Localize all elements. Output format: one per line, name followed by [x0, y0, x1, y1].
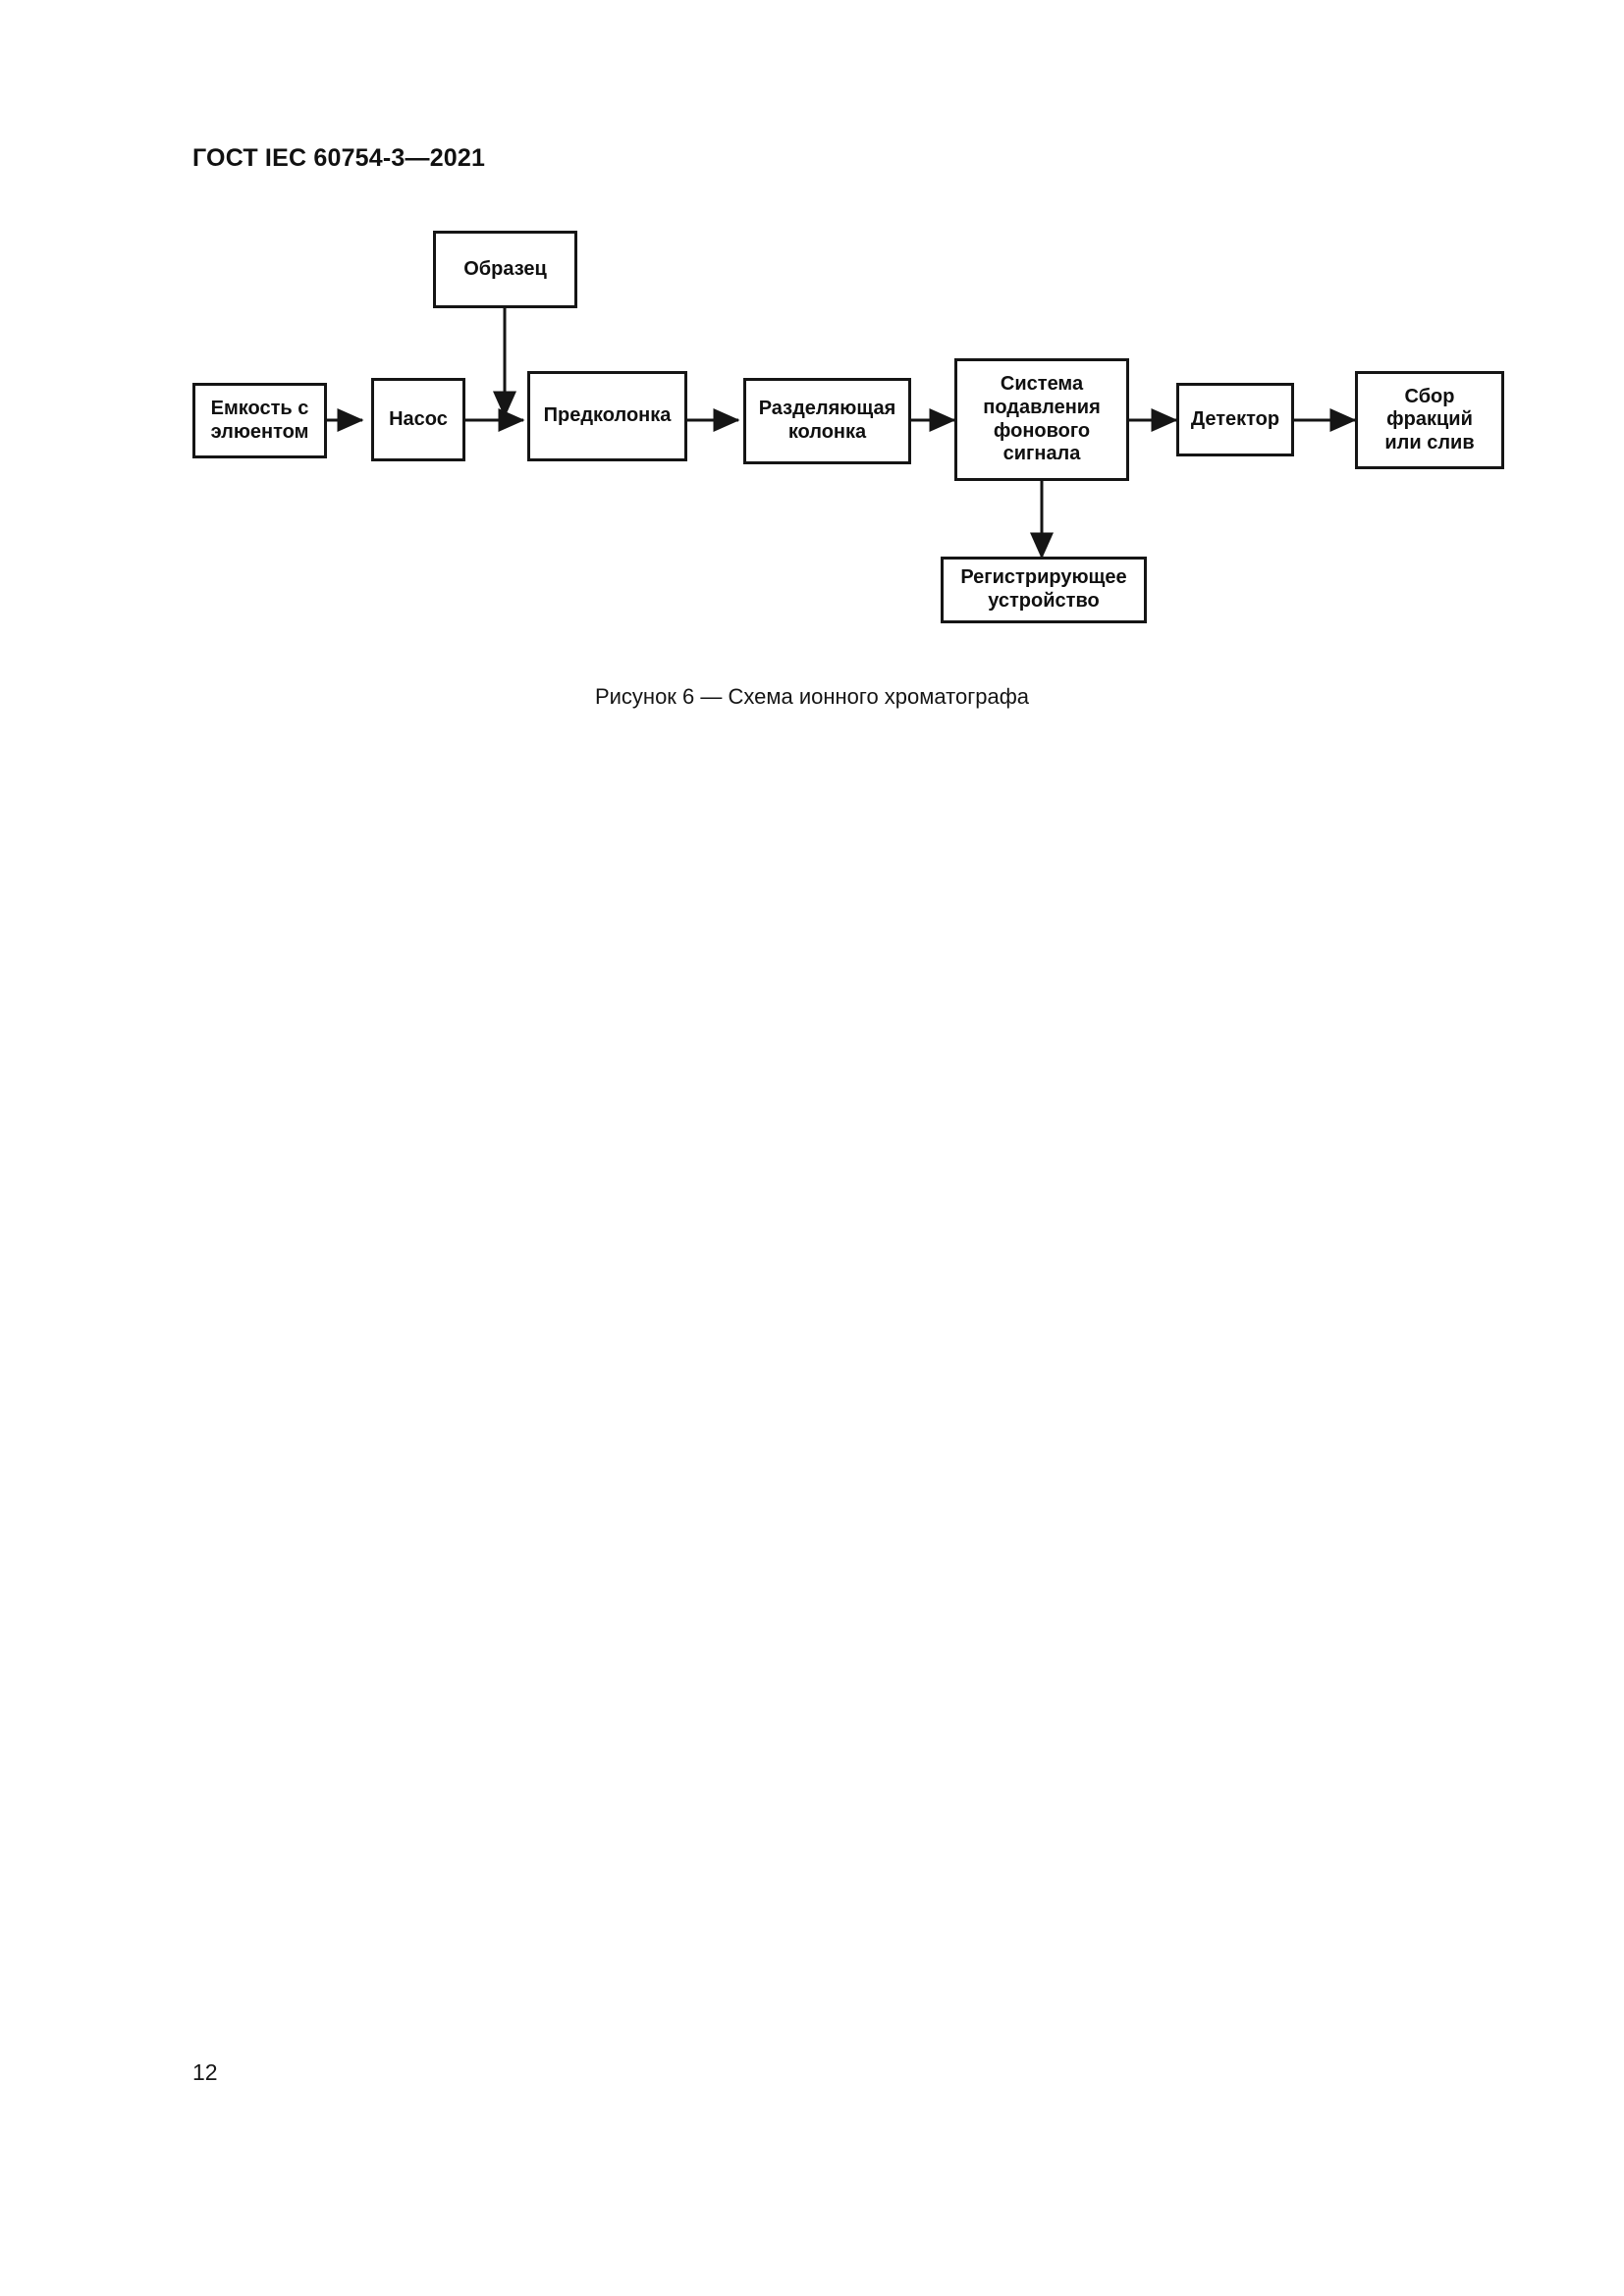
- node-separating-column-label: Разделяющая колонка: [758, 398, 896, 443]
- node-fraction-collection-label: Сбор фракций или слив: [1384, 385, 1475, 454]
- figure-caption: Рисунок 6 — Схема ионного хроматографа: [594, 684, 1030, 709]
- node-precolumn: Предколонка: [527, 371, 687, 461]
- node-pump-label: Насос: [389, 407, 448, 430]
- node-suppression-system-label: Система подавления фонового сигнала: [983, 373, 1101, 465]
- node-sample: Образец: [433, 231, 577, 308]
- node-recording-device: Регистрирующее устройство: [941, 557, 1147, 623]
- node-suppression-system: Система подавления фонового сигнала: [954, 358, 1129, 481]
- node-eluent-tank: Емкость с элюентом: [192, 383, 327, 458]
- node-eluent-tank-label: Емкость с элюентом: [210, 397, 309, 443]
- node-detector: Детектор: [1176, 383, 1294, 456]
- page-header: ГОСТ IEC 60754-3—2021: [192, 144, 486, 172]
- node-recording-device-label: Регистрирующее устройство: [960, 566, 1127, 612]
- page-number: 12: [192, 2059, 218, 2085]
- node-separating-column: Разделяющая колонка: [743, 378, 911, 464]
- node-fraction-collection: Сбор фракций или слив: [1355, 371, 1504, 469]
- figure-ion-chromatograph-diagram: Образец Емкость с элюентом Насос Предкол…: [0, 0, 1624, 746]
- node-precolumn-label: Предколонка: [543, 404, 672, 427]
- node-detector-label: Детектор: [1190, 407, 1280, 430]
- node-pump: Насос: [371, 378, 465, 461]
- node-sample-label: Образец: [463, 257, 547, 280]
- flowchart-connectors: [327, 308, 1357, 560]
